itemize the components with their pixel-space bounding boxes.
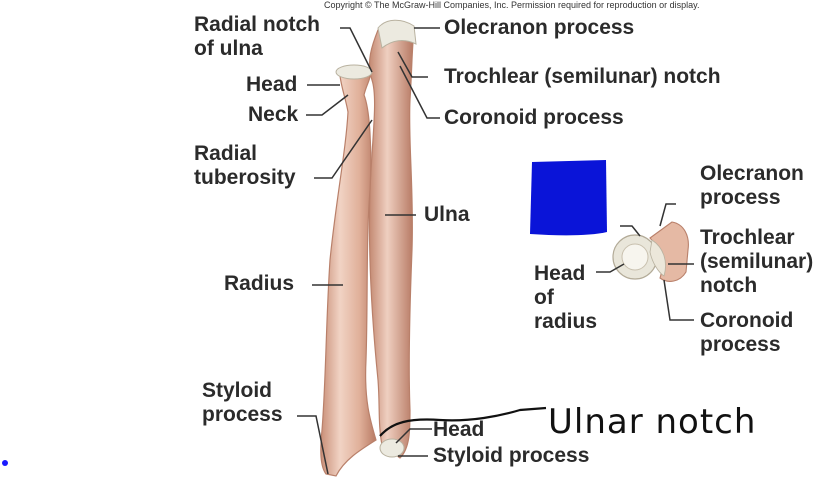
copyright-notice: Copyright © The McGraw-Hill Companies, I… (324, 0, 700, 10)
label-head: Head (246, 73, 298, 96)
label-inset-head-line2: of (534, 286, 554, 309)
label-inset-trochlear-line1: Trochlear (700, 226, 795, 249)
label-inset-olecranon-line1: Olecranon (700, 162, 804, 185)
blue-cursor-dot (2, 460, 8, 466)
label-styloid-left: Styloid process (202, 379, 283, 427)
label-inset-olecranon: Olecranon process (700, 162, 804, 210)
label-neck: Neck (248, 103, 299, 126)
inset-proximal-view (612, 221, 689, 282)
radius-head-cartilage (335, 64, 373, 80)
label-coronoid: Coronoid process (444, 106, 624, 129)
label-inset-trochlear-line2: (semilunar) (700, 250, 814, 273)
label-olecranon: Olecranon process (444, 16, 635, 39)
label-radial-notch-line2: of ulna (194, 37, 263, 60)
label-inset-trochlear: Trochlear (semilunar) notch (700, 226, 813, 298)
ulna-bone (368, 23, 415, 459)
label-styloid-right: Styloid process (433, 444, 590, 467)
label-radius: Radius (224, 272, 295, 295)
label-inset-trochlear-line3: notch (700, 274, 758, 297)
handwritten-pointer-line (379, 406, 547, 437)
label-radial-tuberosity: Radial tuberosity (194, 142, 296, 190)
ulna-head-cartilage (379, 438, 405, 458)
label-head-ulna: Head (433, 418, 485, 441)
label-radial-tuberosity-line2: tuberosity (194, 166, 296, 189)
label-inset-coronoid-line2: process (700, 333, 781, 356)
label-inset-olecranon-line2: process (700, 186, 781, 209)
leader-lines (297, 27, 694, 475)
label-inset-head-of-radius: Head of radius (534, 262, 597, 334)
label-styloid-left-line2: process (202, 403, 283, 426)
olecranon-cartilage (377, 19, 417, 49)
label-inset-coronoid-line1: Coronoid (700, 309, 794, 332)
label-radial-notch-line1: Radial notch (194, 13, 321, 36)
blue-redaction-patch (530, 160, 607, 236)
label-trochlear: Trochlear (semilunar) notch (444, 65, 721, 88)
label-radial-tuberosity-line1: Radial (194, 142, 258, 165)
label-inset-coronoid: Coronoid process (700, 309, 793, 357)
label-inset-head-line1: Head (534, 262, 586, 285)
label-radial-notch: Radial notch of ulna (194, 13, 320, 61)
label-inset-head-line3: radius (534, 310, 598, 333)
handwritten-ulnar-notch-note: Ulnar notch (548, 402, 757, 442)
label-ulna: Ulna (424, 203, 470, 226)
radius-bone (320, 70, 377, 477)
label-styloid-left-line1: Styloid (202, 379, 273, 402)
